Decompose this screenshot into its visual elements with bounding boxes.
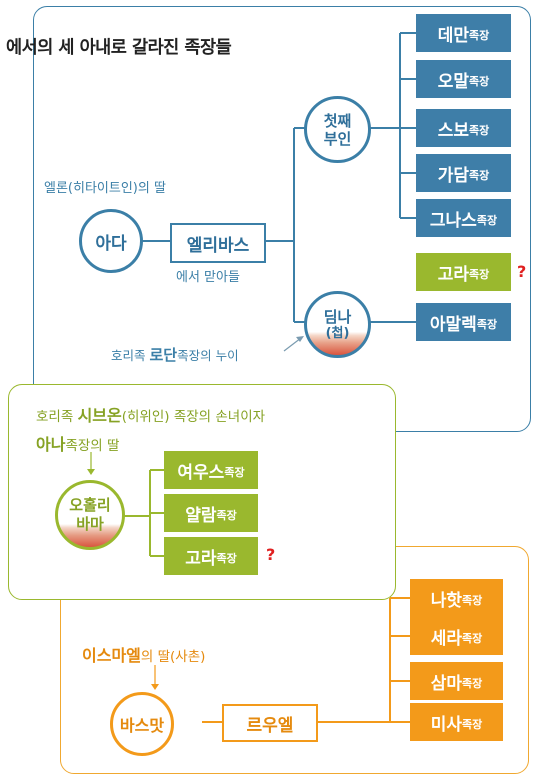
aholibamah-node: 오홀리 바마 [55,480,125,550]
chief-suffix: 족장 [462,632,483,645]
chief-suffix: 족장 [469,268,490,281]
chief-name: 아말렉 [429,314,477,335]
note-suffix: (히위인) 족장의 손녀이자 [121,409,266,425]
timna-node: 딤나 (첩) [304,291,371,358]
reuel-label: 르우엘 [246,715,294,736]
timna-note-suffix: 족장의 누이 [177,348,239,363]
anah-name: 아나 [36,435,66,454]
chief-name: 스보 [437,120,470,141]
aholibamah-label-line2: 바마 [76,515,104,533]
eliphaz-label: 엘리바스 [186,235,250,256]
chief-suffix: 족장 [469,169,490,182]
ada-label: 아다 [95,233,127,254]
ishmael-name: 이스마엘 [82,646,141,665]
eliphaz-note: 에서 맏아들 [176,270,240,285]
chief-name: 데만 [437,25,470,46]
chief-name: 얄람 [185,505,217,526]
chief-name: 세라 [430,628,463,649]
chief-suffix: 족장 [462,594,483,607]
chief-name: 나핫 [430,590,463,611]
zibeon-name: 시브온 [77,406,122,425]
chief-suffix: 족장 [469,124,490,137]
chief-name: 고라 [437,264,470,285]
question-mark: ? [517,262,527,281]
timna-note: 호리족 로단족장의 누이 [111,344,239,365]
first-wife-label-line1: 첫째 [323,111,352,130]
timna-note-prefix: 호리족 [111,348,150,363]
chief-name: 삼마 [430,673,463,694]
chief-name: 여우스 [177,462,225,483]
note-suffix: 의 딸(사촌) [140,649,206,665]
timna-label-line2: (첩) [325,325,350,341]
question-mark: ? [266,545,276,564]
chief-suffix: 족장 [216,509,237,522]
chief-suffix: 족장 [224,466,245,479]
chief-name: 가담 [437,165,470,186]
aholibamah-label-line1: 오홀리 [69,496,111,515]
chief-name: 고라 [185,548,217,569]
chief-suffix: 족장 [216,552,237,565]
diagram-title: 에서의 세 아내로 갈라진 족장들 [6,38,232,58]
chief-suffix: 족장 [462,677,483,690]
lotan-name: 로단 [149,346,178,364]
basemath-note: 이스마엘의 딸(사촌) [82,642,205,666]
aholibamah-note-line2: 아나족장의 딸 [36,431,119,455]
chief-suffix: 족장 [469,29,490,42]
chief-suffix: 족장 [476,214,498,227]
chief-suffix: 족장 [469,75,490,88]
chief-name: 오말 [437,71,470,92]
timna-label-line1: 딤나 [323,307,352,326]
chief-name: 미사 [430,714,463,735]
first-wife-node: 첫째 부인 [304,96,371,163]
ada-node: 아다 [79,209,143,273]
ada-note: 엘론(히타이트인)의 딸 [44,181,166,196]
aholibamah-note-line1: 호리족 시브온(히위인) 족장의 손녀이자 [36,402,265,426]
basemath-node: 바스맛 [110,692,174,756]
chief-suffix: 족장 [462,718,483,731]
note-prefix: 호리족 [36,409,78,425]
basemath-label: 바스맛 [119,716,165,735]
first-wife-label-line2: 부인 [323,129,352,148]
note-suffix: 족장의 딸 [65,438,120,454]
chief-suffix: 족장 [476,318,498,331]
chief-name: 그나스 [429,210,477,231]
eliphaz-node: 엘리바스 [170,223,266,263]
reuel-node: 르우엘 [222,704,318,742]
